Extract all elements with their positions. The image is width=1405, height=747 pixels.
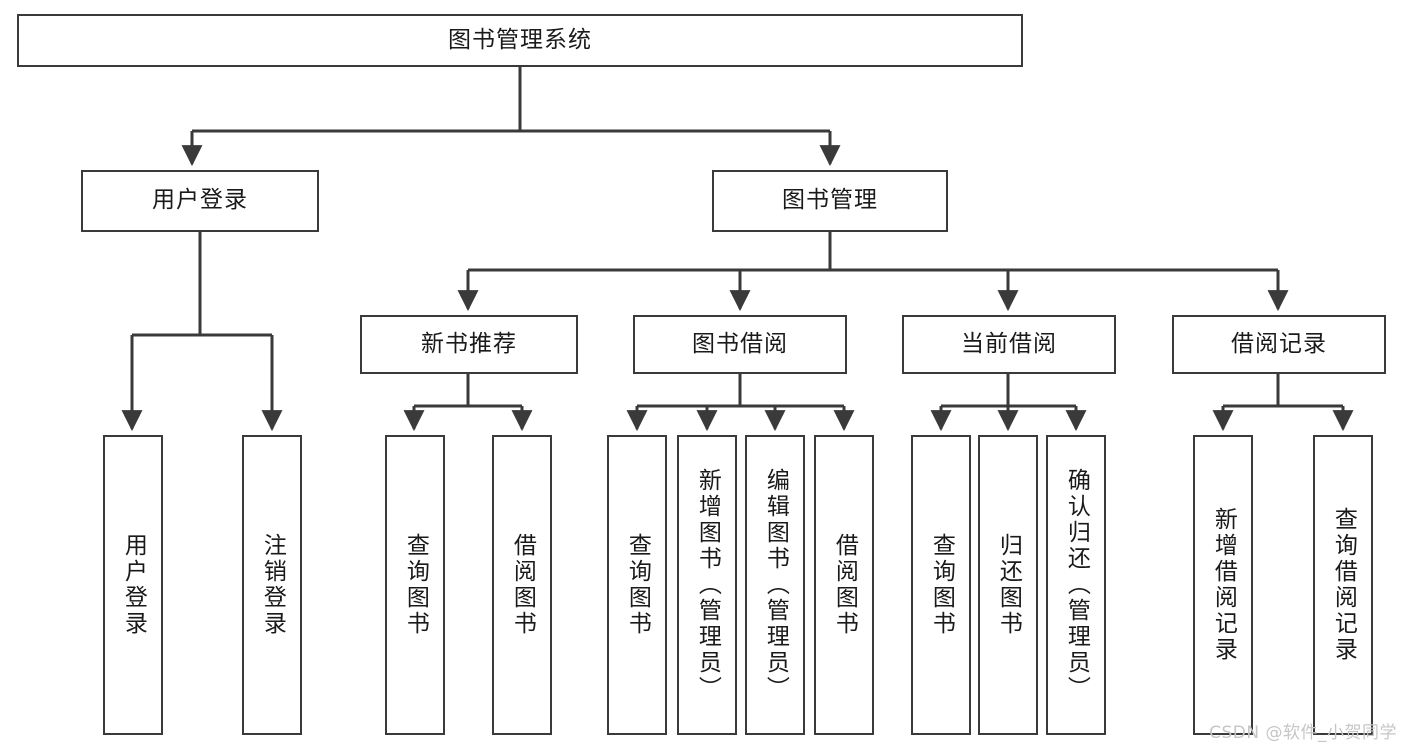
leaf-current-return-book[interactable]: 归还图书 <box>978 435 1038 735</box>
node-label: 新增图书（管理员） <box>694 468 721 702</box>
node-book-management[interactable]: 图书管理 <box>712 170 948 232</box>
node-label: 查询图书 <box>402 533 429 637</box>
node-label: 用户登录 <box>120 533 147 637</box>
node-label: 借阅图书 <box>509 533 536 637</box>
node-book-borrow[interactable]: 图书借阅 <box>633 315 847 374</box>
node-label: 借阅记录 <box>1231 330 1327 357</box>
node-label: 查询图书 <box>928 533 955 637</box>
leaf-borrow-edit-book-admin[interactable]: 编辑图书（管理员） <box>745 435 805 735</box>
node-new-book-recommend[interactable]: 新书推荐 <box>360 315 578 374</box>
leaf-borrow-add-book-admin[interactable]: 新增图书（管理员） <box>677 435 737 735</box>
leaf-recommend-query-book[interactable]: 查询图书 <box>385 435 445 735</box>
node-label: 注销登录 <box>259 533 286 637</box>
node-label: 归还图书 <box>995 533 1022 637</box>
watermark: CSDN @软件_小贺同学 <box>1209 723 1397 743</box>
leaf-borrow-query-book[interactable]: 查询图书 <box>607 435 667 735</box>
node-label: 借阅图书 <box>831 533 858 637</box>
node-label: 用户登录 <box>152 187 248 214</box>
leaf-current-confirm-return-admin[interactable]: 确认归还（管理员） <box>1046 435 1106 735</box>
node-label: 确认归还（管理员） <box>1063 468 1090 702</box>
leaf-borrow-borrow-book[interactable]: 借阅图书 <box>814 435 874 735</box>
node-label: 新增借阅记录 <box>1210 507 1237 663</box>
leaf-user-login-logout[interactable]: 注销登录 <box>242 435 302 735</box>
node-label: 查询借阅记录 <box>1330 507 1357 663</box>
node-current-borrow[interactable]: 当前借阅 <box>902 315 1116 374</box>
node-label: 编辑图书（管理员） <box>762 468 789 702</box>
leaf-current-query-book[interactable]: 查询图书 <box>911 435 971 735</box>
leaf-record-query-record[interactable]: 查询借阅记录 <box>1313 435 1373 735</box>
node-user-login[interactable]: 用户登录 <box>81 170 319 232</box>
leaf-record-add-record[interactable]: 新增借阅记录 <box>1193 435 1253 735</box>
node-label: 新书推荐 <box>421 330 517 357</box>
leaf-recommend-borrow-book[interactable]: 借阅图书 <box>492 435 552 735</box>
node-root-system[interactable]: 图书管理系统 <box>17 14 1023 67</box>
node-label: 图书管理 <box>782 187 878 214</box>
leaf-user-login-login[interactable]: 用户登录 <box>103 435 163 735</box>
node-label: 图书借阅 <box>692 330 788 357</box>
node-label: 图书管理系统 <box>448 26 592 53</box>
node-label: 查询图书 <box>624 533 651 637</box>
node-borrow-record[interactable]: 借阅记录 <box>1172 315 1386 374</box>
node-label: 当前借阅 <box>961 330 1057 357</box>
